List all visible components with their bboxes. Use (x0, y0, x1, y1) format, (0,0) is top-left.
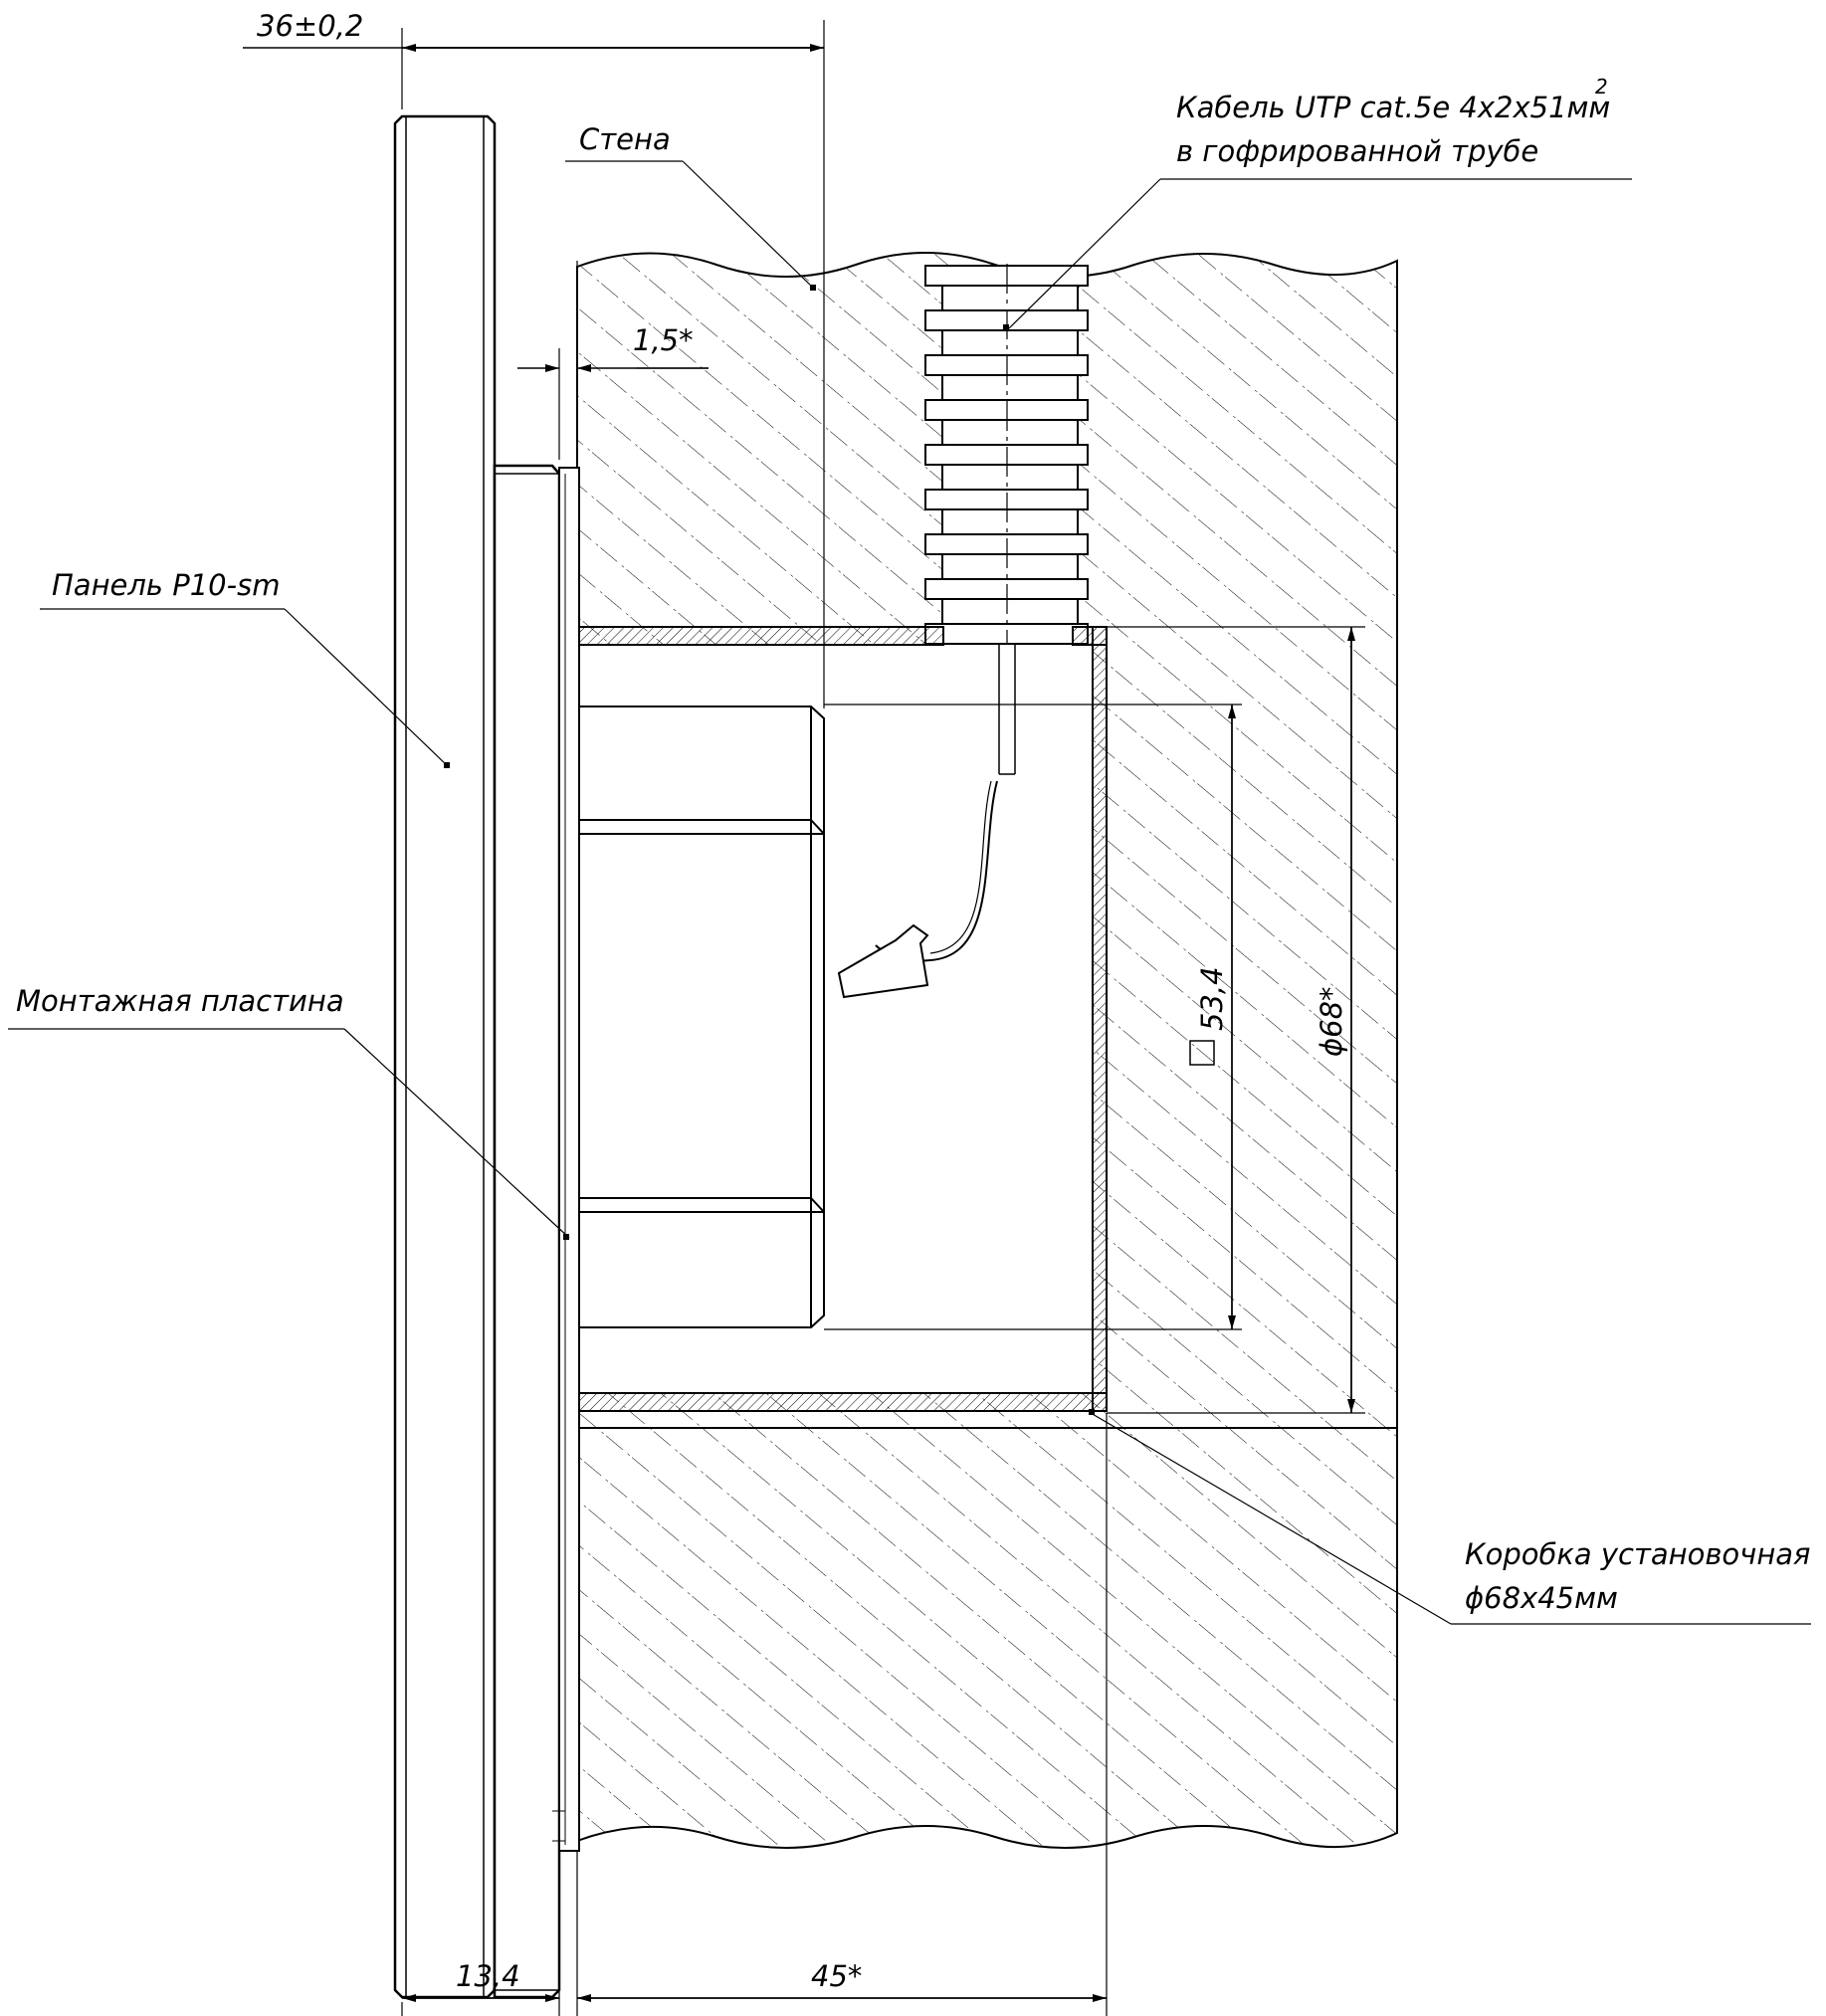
plug (837, 923, 929, 999)
dimension-square: 53,4 (1189, 705, 1236, 1329)
box-label-line1: Коробка установочная (1465, 1537, 1811, 1571)
dimension-box-depth: 45* (577, 1959, 1107, 2002)
panel-label: Панель P10-sm (52, 568, 280, 602)
dim-diameter-text: ϕ68* (1315, 986, 1348, 1057)
mount-plate-label: Монтажная пластина (16, 984, 344, 1018)
cable-label-line1: Кабель UTP cat.5e 4x2x51мм (1176, 91, 1610, 124)
box-top-wall (578, 626, 944, 646)
label-box: Коробка установочная ϕ68x45мм (1089, 1409, 1811, 1625)
dimension-total-depth: 36±0,2 (243, 9, 824, 52)
box-back-wall (1092, 626, 1108, 1412)
panel-p10-sm (393, 114, 497, 1999)
wall-label: Стена (579, 122, 671, 156)
corrugated-tube (924, 264, 1089, 771)
cable-with-plug (837, 645, 1016, 999)
label-cable: Кабель UTP cat.5e 4x2x51мм 2 в гофрирова… (1003, 75, 1632, 330)
label-wall: Стена (565, 122, 816, 291)
dimension-gap: 1,5* (517, 323, 709, 372)
extension-lines (401, 20, 1365, 2016)
dim-panel-depth-text: 13,4 (456, 1959, 520, 1993)
dim-total-depth-text: 36±0,2 (257, 9, 363, 43)
cable-label-sup: 2 (1595, 75, 1608, 99)
label-mount-plate: Монтажная пластина (8, 984, 570, 1240)
dim-gap-text: 1,5* (633, 323, 694, 357)
label-panel: Панель P10-sm (40, 568, 450, 768)
dim-square-text: 53,4 (1195, 966, 1229, 1031)
box-label-line2: ϕ68x45мм (1465, 1581, 1618, 1615)
dim-box-depth-text: 45* (811, 1959, 862, 1993)
cable-label-line2: в гофрированной трубе (1176, 134, 1538, 168)
dimension-panel-depth: 13,4 (402, 1959, 559, 2002)
module-body (578, 706, 825, 1328)
square-symbol (1189, 1040, 1215, 1066)
dimension-diameter: ϕ68* (1315, 627, 1355, 1413)
mounting-plate (493, 464, 580, 1999)
box-bottom-wall (578, 1392, 1108, 1412)
wall-section-lower (576, 1427, 1398, 1849)
